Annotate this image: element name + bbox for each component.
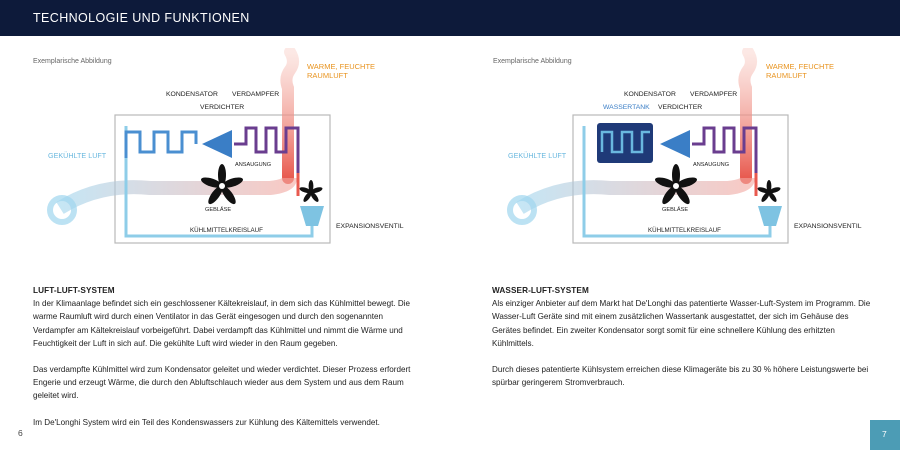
paragraph: Das verdampfte Kühlmittel wird zum Konde… bbox=[33, 365, 411, 401]
label-kreislauf: KÜHLMITTELKREISLAUF bbox=[648, 227, 721, 234]
label-wassertank: WASSERTANK bbox=[603, 104, 650, 111]
cool-air-swirl bbox=[507, 195, 537, 225]
label-kreislauf: KÜHLMITTELKREISLAUF bbox=[190, 227, 263, 234]
paragraph: Als einziger Anbieter auf dem Markt hat … bbox=[492, 299, 871, 348]
evaporator-coil bbox=[234, 126, 300, 173]
label-verdichter: VERDICHTER bbox=[200, 104, 244, 111]
air-flow bbox=[56, 176, 297, 215]
luft-luft-diagram-svg: Exemplarische Abbildung bbox=[33, 48, 404, 244]
hot-air-exhaust bbox=[738, 48, 757, 184]
label-gekuehlt: GEKÜHLTE LUFT bbox=[48, 151, 107, 160]
label-ansaugung: ANSAUGUNG bbox=[693, 162, 729, 168]
label-ansaugung: ANSAUGUNG bbox=[235, 162, 271, 168]
page-title: TECHNOLOGIE UND FUNKTIONEN bbox=[33, 11, 250, 25]
wasser-luft-text: WASSER-LUFT-SYSTEM Als einziger Anbieter… bbox=[492, 284, 877, 402]
luft-luft-text: LUFT-LUFT-SYSTEM In der Klimaanlage befi… bbox=[33, 284, 418, 442]
label-warm: WARME, FEUCHTE bbox=[307, 62, 375, 71]
expansion-valve bbox=[300, 206, 324, 226]
page-number-left: 6 bbox=[18, 428, 23, 438]
caption: Exemplarische Abbildung bbox=[493, 58, 572, 65]
label-gekuehlt: GEKÜHLTE LUFT bbox=[508, 151, 567, 160]
section-heading: LUFT-LUFT-SYSTEM bbox=[33, 286, 115, 295]
compressor bbox=[202, 130, 232, 158]
label-verdichter: VERDICHTER bbox=[658, 104, 702, 111]
page-number-right: 7 bbox=[882, 429, 887, 439]
section-heading: WASSER-LUFT-SYSTEM bbox=[492, 286, 589, 295]
label-expansion: EXPANSIONSVENTIL bbox=[336, 223, 404, 230]
label-kondensator: KONDENSATOR bbox=[166, 91, 218, 98]
fan-icon bbox=[655, 164, 697, 205]
label-kondensator: KONDENSATOR bbox=[624, 91, 676, 98]
coolant-pipe bbox=[582, 126, 772, 238]
label-warm-2: RAUMLUFT bbox=[766, 71, 807, 80]
cool-air-swirl bbox=[47, 195, 77, 225]
page-number-tab: 7 bbox=[870, 420, 900, 450]
paragraph: In der Klimaanlage befindet sich ein ges… bbox=[33, 299, 411, 348]
device-casing bbox=[114, 114, 331, 244]
evaporator-coil bbox=[692, 126, 758, 173]
label-geblaese: GEBLÄSE bbox=[662, 206, 688, 213]
condenser-coil bbox=[124, 130, 198, 158]
paragraph: Durch dieses patentierte Kühlsystem erre… bbox=[492, 365, 869, 388]
wasser-luft-diagram-svg: Exemplarische Abbildung WARME, bbox=[493, 48, 862, 244]
expansion-valve bbox=[758, 206, 782, 226]
fan-icon bbox=[201, 164, 243, 205]
paragraph: Im De'Longhi System wird ein Teil des Ko… bbox=[33, 417, 380, 427]
small-fan-icon bbox=[757, 180, 781, 202]
label-geblaese: GEBLÄSE bbox=[205, 206, 231, 213]
device-casing bbox=[572, 114, 789, 244]
label-verdampfer: VERDAMPFER bbox=[690, 91, 737, 98]
header-bar: TECHNOLOGIE UND FUNKTIONEN bbox=[0, 0, 900, 36]
luft-luft-diagram: Exemplarische Abbildung bbox=[0, 48, 440, 258]
compressor bbox=[660, 130, 690, 158]
tank-coil bbox=[600, 130, 650, 154]
wasser-luft-diagram: Exemplarische Abbildung WARME, bbox=[460, 48, 900, 258]
water-tank bbox=[597, 123, 653, 163]
air-flow bbox=[516, 176, 755, 215]
label-warm-2: RAUMLUFT bbox=[307, 71, 348, 80]
small-fan-icon bbox=[299, 180, 323, 202]
label-verdampfer: VERDAMPFER bbox=[232, 91, 279, 98]
coolant-pipe bbox=[124, 126, 314, 238]
label-expansion: EXPANSIONSVENTIL bbox=[794, 223, 862, 230]
hot-air-exhaust bbox=[280, 48, 299, 184]
label-warm: WARME, FEUCHTE bbox=[766, 62, 834, 71]
caption: Exemplarische Abbildung bbox=[33, 58, 112, 65]
